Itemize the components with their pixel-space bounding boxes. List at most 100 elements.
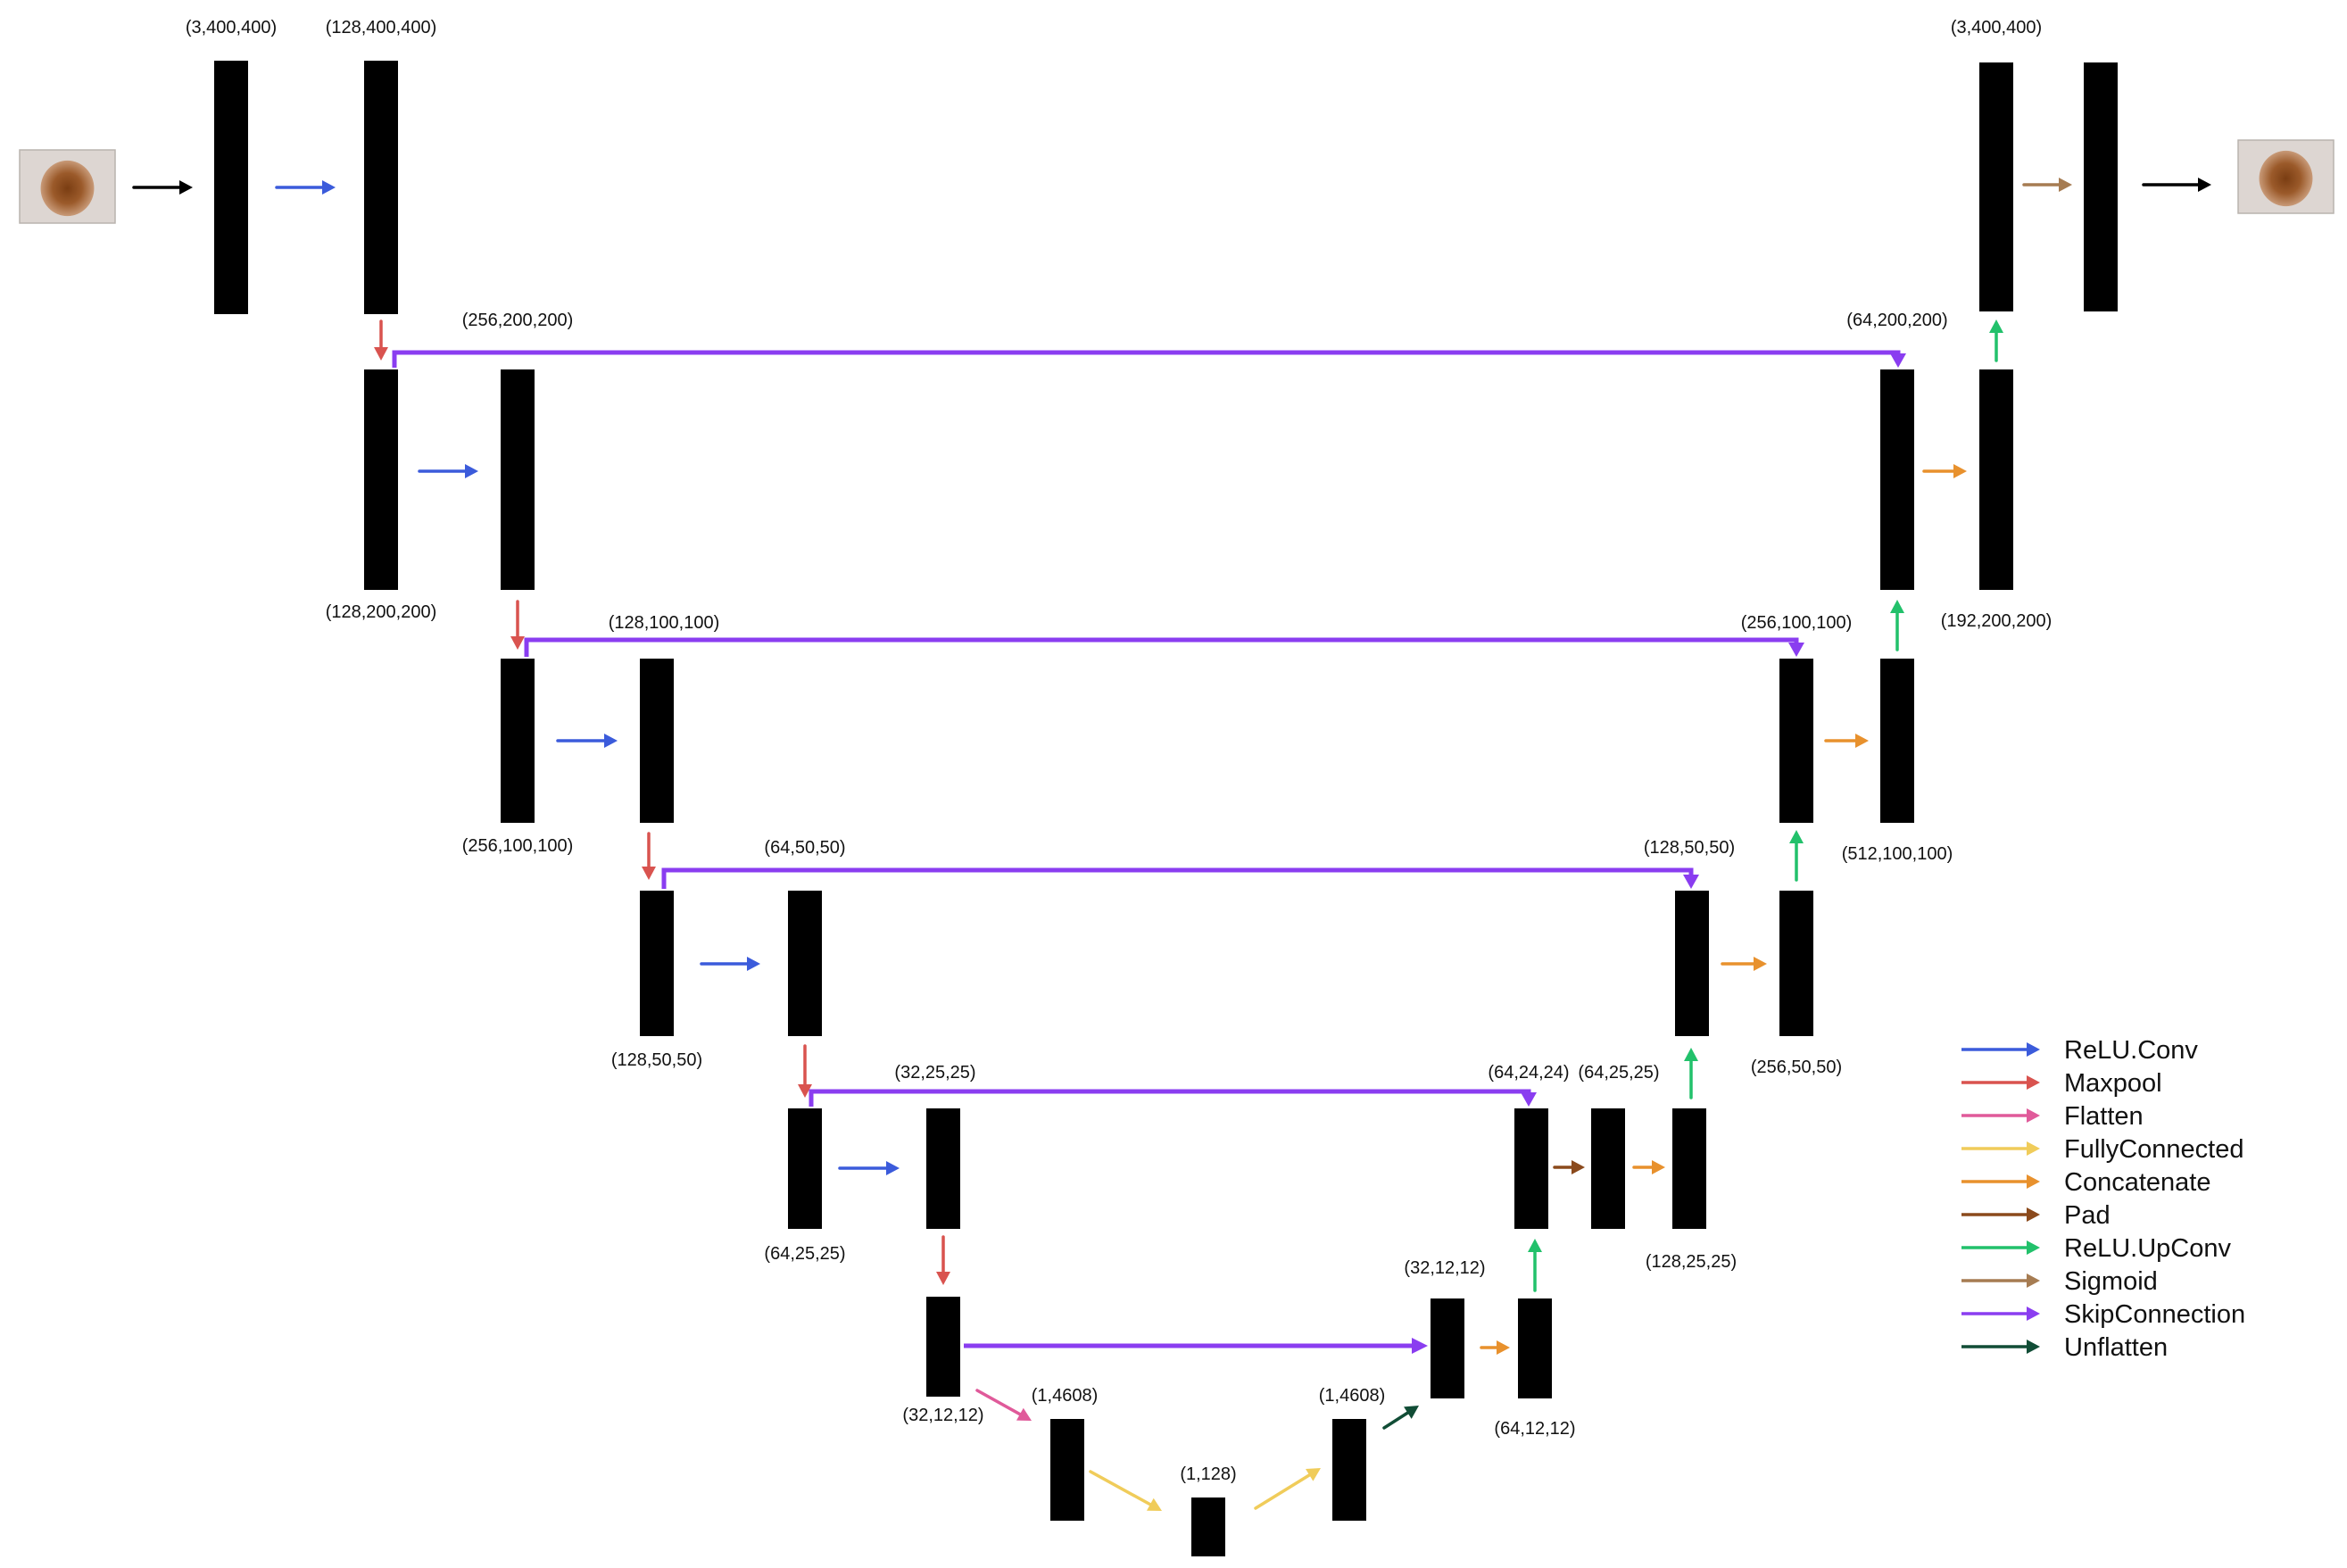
layer-label-enc5b: (32,25,25) [894, 1063, 975, 1083]
layer-block-dec3up [1779, 659, 1813, 823]
legend-item-unflatten: Unflatten [1961, 1333, 2168, 1362]
skin-lesion-input-image [19, 149, 116, 224]
skin-lesion-output-image [2237, 139, 2335, 214]
legend-item-relu-upconv: ReLU.UpConv [1961, 1234, 2231, 1263]
layer-label-dec3up: (256,100,100) [1741, 613, 1853, 633]
layer-block-dec4up [1675, 891, 1709, 1036]
layer-block-enc4b [788, 891, 822, 1036]
layer-block-dec5cat [1672, 1108, 1706, 1229]
fc-arrow-2 [1254, 1468, 1321, 1510]
layer-block-enc1a [214, 61, 248, 314]
layer-block-dec2up [1880, 369, 1914, 590]
layer-block-dec5pad [1591, 1108, 1625, 1229]
layer-label-enc4b: (64,50,50) [764, 838, 845, 858]
skip-connection-1 [392, 350, 1906, 368]
maxpool-arrow-2 [510, 600, 525, 650]
layer-label-enc1a: (3,400,400) [186, 18, 277, 37]
concat-arrow-5 [1922, 464, 1967, 478]
concat-arrow-3 [1721, 957, 1767, 971]
maxpool-arrow-5 [936, 1235, 950, 1285]
relu-conv-arrow-1 [275, 180, 336, 195]
layer-label-enc3a: (256,100,100) [462, 836, 574, 856]
layer-block-dec3cat [1880, 659, 1914, 823]
output-arrow [2142, 178, 2211, 192]
layer-block-enc5b [926, 1108, 960, 1229]
legend-item-concatenate: Concatenate [1961, 1168, 2210, 1197]
layer-label-enc2a: (128,200,200) [326, 602, 437, 622]
skip-connection-2 [524, 637, 1804, 657]
legend-item-relu-conv: ReLU.Conv [1961, 1036, 2198, 1065]
upconv-arrow-2 [1684, 1048, 1698, 1099]
layer-label-dec5pad: (64,25,25) [1578, 1063, 1659, 1083]
layer-label-dec6: (64,12,12) [1494, 1419, 1575, 1439]
layer-block-flat2 [1332, 1419, 1366, 1521]
layer-label-dec4up: (128,50,50) [1644, 838, 1735, 858]
layer-block-dec2cat [1979, 369, 2013, 590]
legend-item-sigmoid: Sigmoid [1961, 1267, 2158, 1296]
svg-text:ReLU.UpConv: ReLU.UpConv [2064, 1234, 2231, 1263]
pad-arrow [1553, 1160, 1585, 1174]
upconv-arrow-5 [1989, 319, 2003, 362]
svg-text:Pad: Pad [2064, 1201, 2111, 1230]
relu-conv-arrow-2 [418, 464, 478, 478]
legend-item-flatten: Flatten [1961, 1102, 2144, 1131]
unflatten-arrow [1382, 1406, 1419, 1430]
layer-block-dec6 [1518, 1298, 1552, 1398]
layer-label-dec3cat: (512,100,100) [1842, 844, 1953, 864]
relu-conv-arrow-4 [700, 957, 760, 971]
layer-label-flat1: (1,4608) [1032, 1386, 1099, 1406]
layer-label-enc3b: (128,100,100) [609, 613, 720, 633]
layer-label-dec5cat: (128,25,25) [1646, 1252, 1737, 1272]
layer-label-enc5a: (64,25,25) [764, 1244, 845, 1264]
layer-label-enc2b: (256,200,200) [462, 311, 574, 330]
maxpool-arrow-3 [642, 832, 656, 880]
upconv-arrow-3 [1789, 830, 1804, 882]
legend-item-pad: Pad [1961, 1201, 2111, 1230]
maxpool-arrow-4 [798, 1044, 812, 1098]
legend-item-skipconnection: SkipConnection [1961, 1300, 2245, 1329]
layer-block-enc3a [501, 659, 535, 823]
svg-text:Concatenate: Concatenate [2064, 1168, 2210, 1197]
svg-text:Unflatten: Unflatten [2064, 1333, 2168, 1362]
concat-arrow-1 [1480, 1340, 1510, 1355]
layer-block-dec1up [1979, 62, 2013, 311]
layer-label-dec2cat: (192,200,200) [1941, 611, 2053, 631]
svg-text:Sigmoid: Sigmoid [2064, 1267, 2158, 1296]
layer-label-unflat: (32,12,12) [1404, 1258, 1485, 1278]
legend-item-maxpool: Maxpool [1961, 1069, 2162, 1098]
layer-label-dec4cat: (256,50,50) [1751, 1058, 1842, 1077]
layer-block-dec1out [2084, 62, 2118, 311]
svg-text:ReLU.Conv: ReLU.Conv [2064, 1036, 2198, 1065]
layer-block-enc4a [640, 891, 674, 1036]
relu-conv-arrow-3 [556, 734, 618, 748]
input-arrow [132, 180, 193, 195]
layer-block-enc1b [364, 61, 398, 314]
maxpool-arrow-1 [374, 319, 388, 361]
layer-block-flat1 [1050, 1419, 1084, 1521]
skip-connection-3 [661, 867, 1699, 889]
layer-label-dec1up: (3,400,400) [1951, 18, 2042, 37]
svg-text:Maxpool: Maxpool [2064, 1069, 2162, 1098]
upconv-arrow-1 [1528, 1239, 1542, 1292]
layer-block-dec5up [1514, 1108, 1548, 1229]
layer-block-enc5a [788, 1108, 822, 1229]
layer-label-flat2: (1,4608) [1319, 1386, 1386, 1406]
layer-label-enc4a: (128,50,50) [611, 1050, 702, 1070]
layer-block-fc [1191, 1497, 1225, 1556]
layer-block-enc3b [640, 659, 674, 823]
skip-connection-5 [964, 1338, 1428, 1354]
fc-arrow-1 [1089, 1470, 1162, 1511]
layer-label-fc: (1,128) [1180, 1464, 1236, 1484]
concat-arrow-2 [1632, 1160, 1665, 1174]
flatten-arrow [975, 1389, 1032, 1421]
upconv-arrow-4 [1890, 600, 1904, 651]
svg-text:FullyConnected: FullyConnected [2064, 1135, 2244, 1164]
layer-block-dec4cat [1779, 891, 1813, 1036]
layer-label-dec2up: (64,200,200) [1846, 311, 1947, 330]
layer-block-enc2a [364, 369, 398, 590]
sigmoid-arrow [2022, 178, 2072, 192]
relu-conv-arrow-5 [838, 1161, 900, 1175]
skip-connection-4 [809, 1089, 1537, 1107]
concat-arrow-4 [1824, 734, 1869, 748]
